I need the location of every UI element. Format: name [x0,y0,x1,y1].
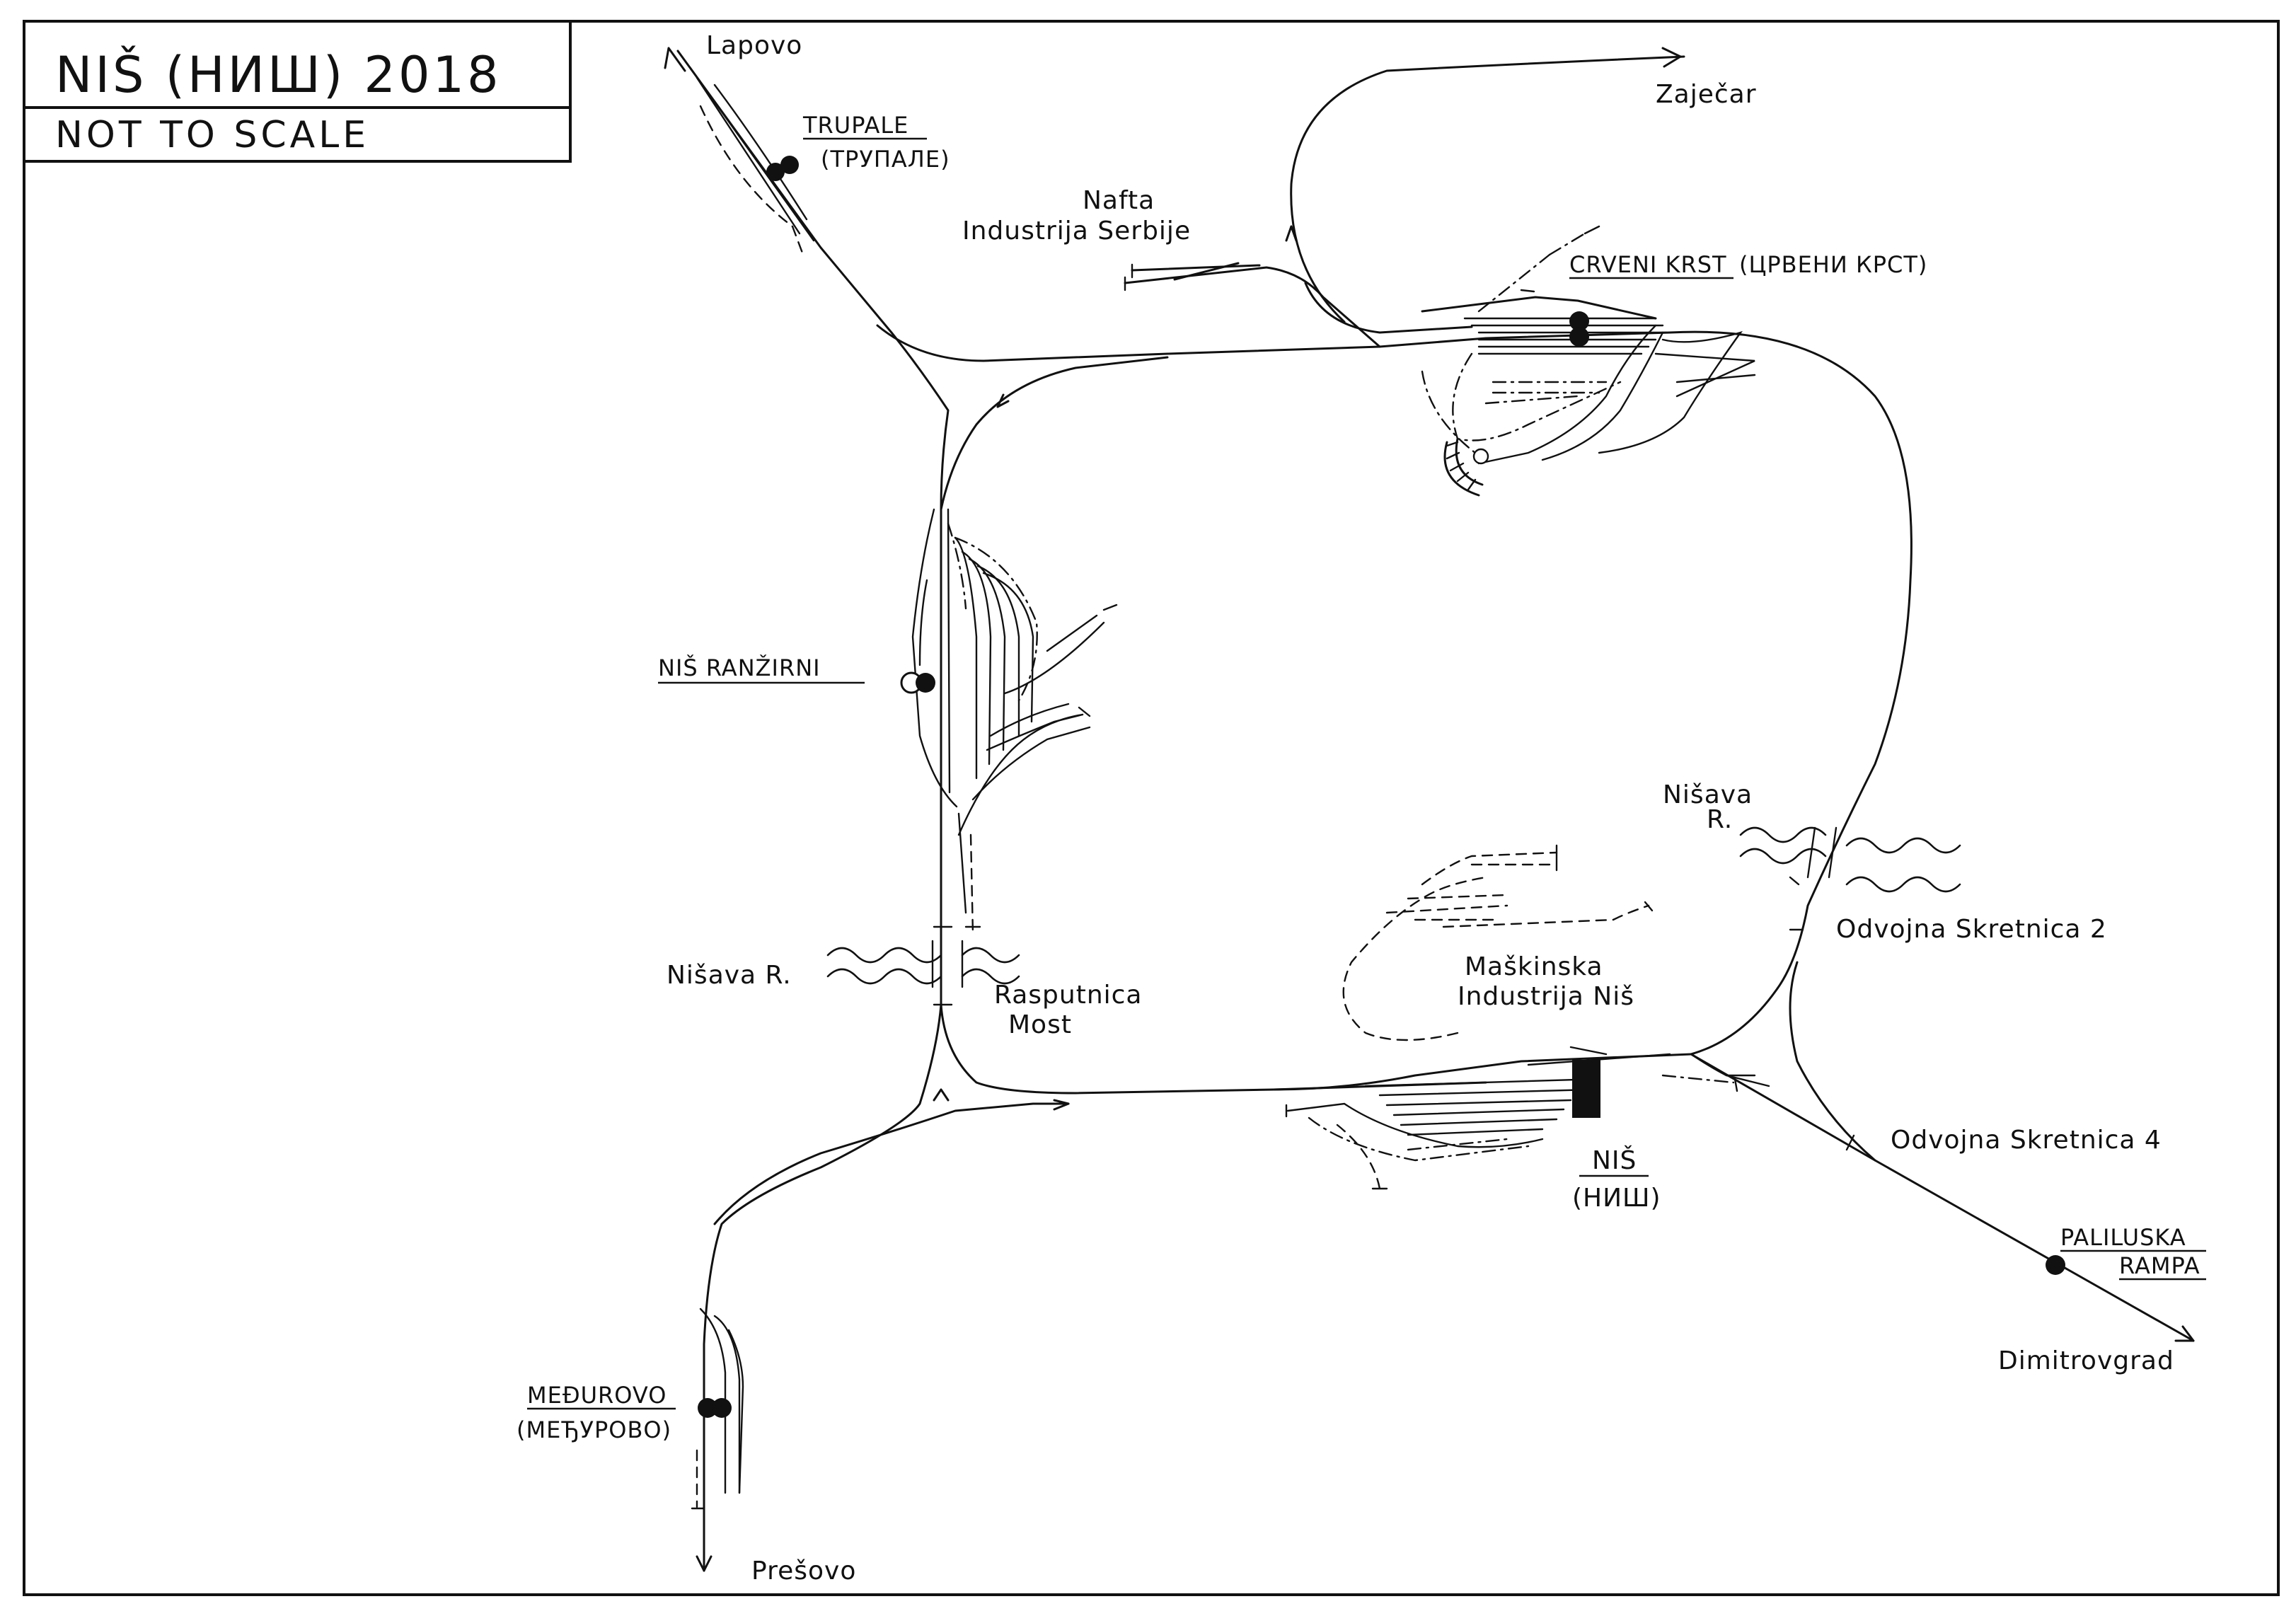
maskinska-label-1: Maškinska [1465,952,1603,981]
crveni-krst-label: CRVENI KRST [1569,251,1727,278]
paliluska-label-1: PALILUSKA [2060,1224,2186,1251]
nafta-label-2: Industrija Serbije [962,216,1191,246]
trupale-marker [766,163,785,181]
nis-ranzirni-label: NIŠ RANŽIRNI [658,654,821,681]
map-title: NIŠ (НИШ) 2018 [55,46,502,104]
odvojna2-label: Odvojna Skretnica 2 [1836,915,2107,944]
nisava-west-label: Nišava R. [667,961,792,990]
maskinska-label-2: Industrija Niš [1458,982,1634,1011]
rasputnica-label-1: Rasputnica [994,981,1143,1010]
odvojna4-label: Odvojna Skretnica 4 [1891,1126,2162,1155]
medjurovo-label: MEĐUROVO [527,1382,667,1409]
station-markers [698,156,2065,1418]
paliluska-marker [2046,1255,2065,1275]
nis-label: NIŠ [1592,1145,1637,1175]
nisava-east-label-2: R. [1707,805,1733,834]
destination-dimitrovgrad: Dimitrovgrad [1998,1346,2174,1375]
crveni-krst-marker [1569,311,1589,331]
title-box: NIŠ (НИШ) 2018 NOT TO SCALE [23,20,572,163]
main-lines [664,47,2195,1572]
nisava-east-label-1: Nišava [1663,780,1753,809]
medjurovo-marker [698,1398,717,1418]
nafta-label-1: Nafta [1083,186,1155,215]
destination-lapovo: Lapovo [706,31,802,60]
trupale-cyrillic: (ТРУПАЛЕ) [821,146,950,173]
river-nisava-west [826,940,1020,988]
trupale-label: TRUPALE [802,112,908,139]
nis-station-marker [1572,1060,1600,1118]
destination-zajecar: Zaječar [1656,80,1757,109]
river-nisava-east [1739,826,1961,893]
nis-cyrillic: (НИШ) [1572,1184,1661,1213]
map-subtitle: NOT TO SCALE [55,114,369,156]
rasputnica-label-2: Most [1008,1010,1072,1039]
map-frame [23,20,2280,1596]
paliluska-label-2: RAMPA [2119,1252,2200,1279]
crveni-krst-cyrillic: (ЦРВЕНИ КРСТ) [1739,251,1927,278]
destination-presovo: Prešovo [751,1557,856,1586]
medjurovo-cyrillic: (МЕЂУРОВО) [517,1416,671,1443]
